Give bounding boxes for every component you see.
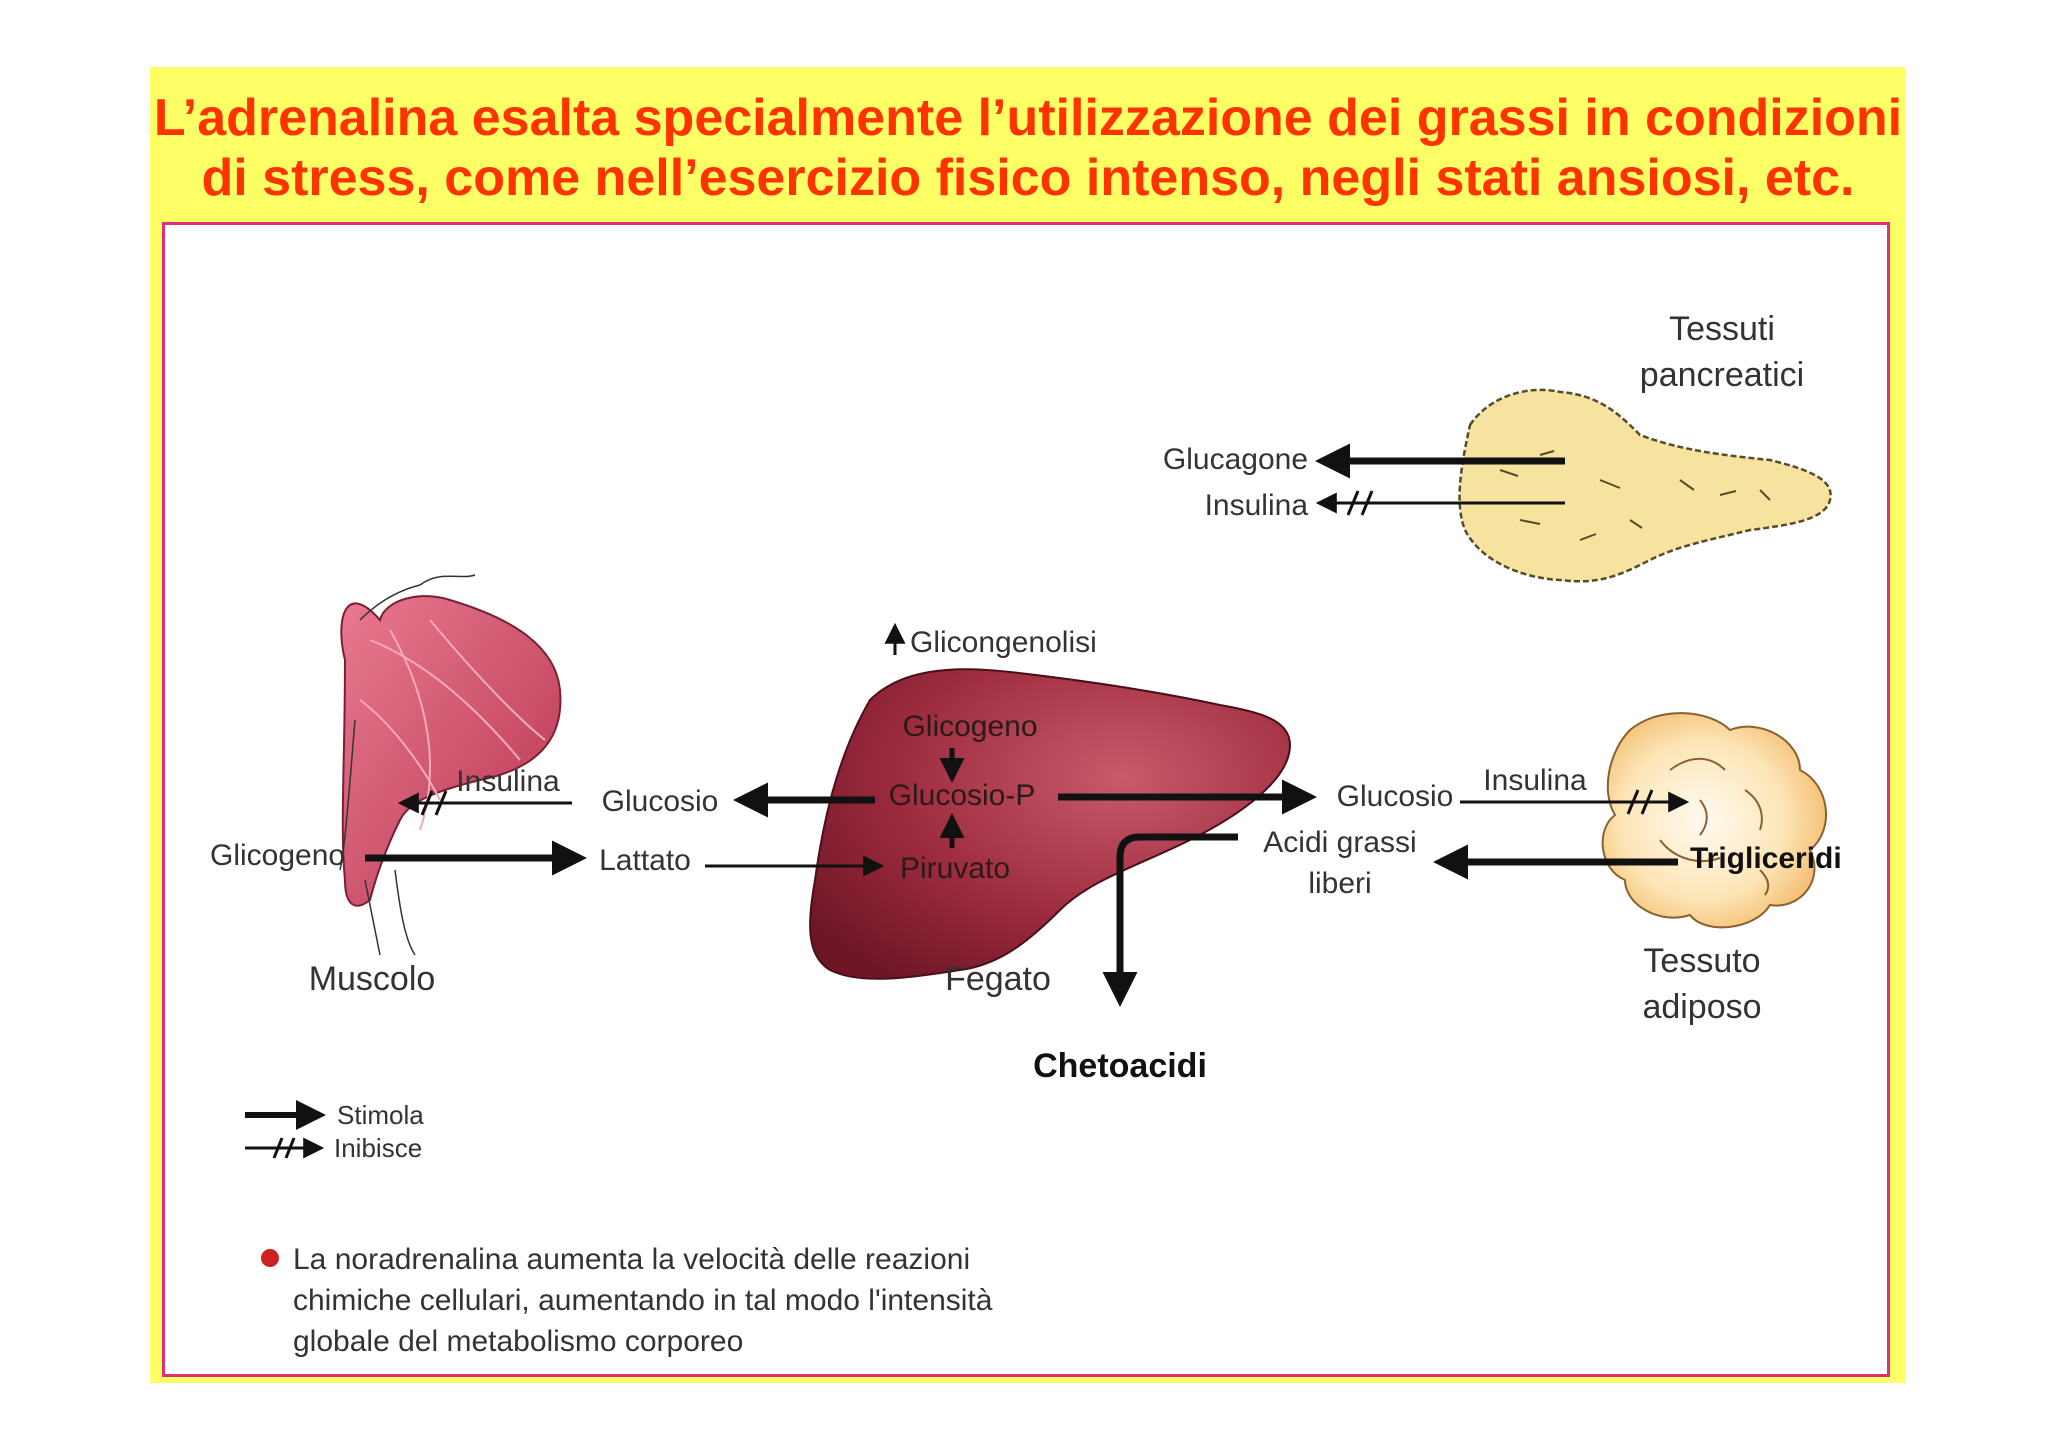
inhibit-mark-muscle [420,790,448,816]
lattato-label: Lattato [599,844,691,877]
liver-illustration [809,668,1292,980]
chetoacidi-label: Chetoacidi [1033,1047,1207,1085]
slide-title: L’adrenalina esalta specialmente l’utili… [153,89,1903,207]
acidi-grassi-label-line1: Acidi grassi [1263,826,1416,859]
legend-inibisce-label: Inibisce [334,1133,422,1163]
note-line3: globale del metabolismo corporeo [293,1325,743,1358]
adipose-label-line1: Tessuto [1643,942,1760,980]
insulina-muscle-label: Insulina [456,765,560,798]
glucosio-p-label: Glucosio-P [889,779,1036,812]
glicogeno-liver-label: Glicogeno [902,710,1037,743]
pancreas-label-line2: pancreatici [1640,356,1804,394]
adipose-label-line2: adiposo [1642,988,1761,1026]
acidi-grassi-to-chetoacidi-arrow [1102,833,1238,1007]
note-bullet [261,1249,279,1267]
glucagone-label: Glucagone [1163,443,1308,476]
legend-inhibit-mark [272,1137,296,1159]
insulina-adipose-label: Insulina [1483,764,1587,797]
trigliceridi-label: Trigliceridi [1690,842,1842,875]
legend-stimola-label: Stimola [337,1100,424,1130]
liver-label: Fegato [945,960,1051,998]
inhibit-mark-adipose [1626,789,1654,815]
legend: Stimola Inibisce [245,1100,424,1163]
acidi-grassi-label-line2: liberi [1308,867,1371,900]
inhibit-mark-pancreas [1346,490,1374,516]
glucosio-left-label: Glucosio [602,785,719,818]
note-line1: La noradrenalina aumenta la velocità del… [293,1243,970,1276]
pancreas-label-line1: Tessuti [1669,310,1775,348]
insulina-pancreas-label: Insulina [1205,489,1309,522]
muscle-illustration [339,574,562,956]
glicogeno-muscle-label: Glicogeno [210,839,345,872]
note-line2: chimiche cellulari, aumentando in tal mo… [293,1284,993,1317]
muscle-label: Muscolo [309,960,436,998]
glicogenolisi-label: Glicongenolisi [910,626,1097,659]
piruvato-label: Piruvato [900,852,1010,885]
adipose-tissue-illustration [1601,712,1827,929]
glucosio-right-label: Glucosio [1337,780,1454,813]
pancreas-illustration [1458,388,1832,583]
